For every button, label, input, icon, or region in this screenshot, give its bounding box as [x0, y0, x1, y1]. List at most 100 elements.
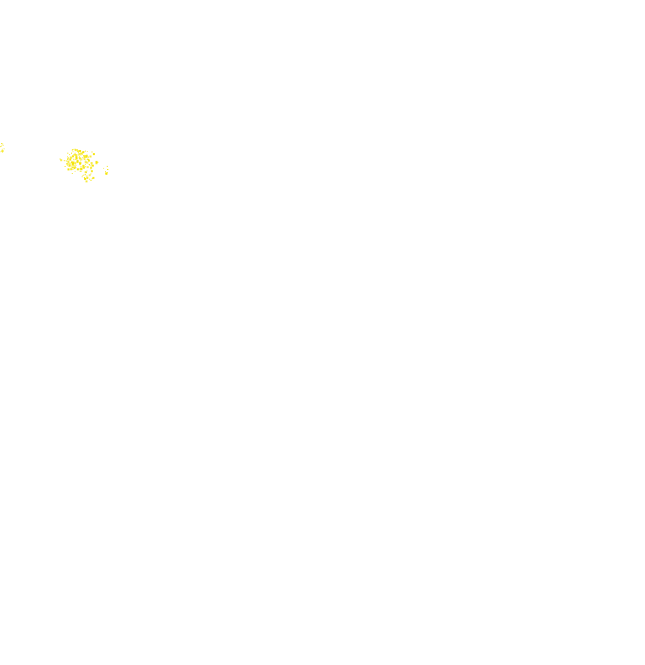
yellow-speckle: [84, 171, 87, 174]
yellow-speckle: [84, 161, 87, 164]
yellow-speckle: [67, 158, 69, 160]
yellow-speckle: [91, 178, 93, 180]
yellow-speckle: [88, 174, 91, 177]
yellow-speckle: [80, 160, 82, 162]
yellow-speckle: [68, 164, 71, 167]
yellow-speckle: [84, 174, 86, 176]
yellow-speckle: [83, 174, 85, 176]
yellow-speckle: [73, 166, 76, 169]
yellow-speckle: [71, 161, 74, 164]
yellow-speckle: [85, 155, 87, 156]
yellow-speckle: [78, 154, 80, 156]
yellow-speckle: [90, 173, 92, 175]
yellow-speckle: [105, 173, 107, 175]
yellow-speckle: [84, 177, 87, 180]
yellow-speckle: [86, 176, 89, 179]
yellow-speckle: [77, 162, 78, 164]
yellow-speckle: [1, 148, 3, 150]
yellow-speckle: [81, 176, 83, 178]
yellow-speckle: [71, 166, 74, 169]
yellow-speckle: [69, 154, 71, 156]
yellow-speckle: [107, 169, 109, 170]
yellow-speckle: [89, 178, 91, 180]
yellow-speckle: [79, 170, 81, 172]
yellow-speckle: [60, 159, 63, 162]
yellow-speckle: [88, 164, 90, 165]
yellow-speckle: [76, 160, 79, 163]
yellow-speckle: [71, 162, 73, 164]
yellow-speckle: [80, 167, 82, 170]
yellow-speckle: [75, 158, 77, 160]
yellow-speckle: [67, 157, 69, 159]
yellow-speckle: [90, 162, 93, 165]
yellow-speckle: [86, 151, 88, 152]
yellow-speckle: [75, 164, 77, 166]
yellow-speckle: [86, 158, 88, 160]
yellow-speckle: [81, 157, 83, 159]
yellow-speckle: [91, 164, 92, 166]
yellow-speckle: [78, 157, 81, 160]
yellow-speckle: [67, 168, 70, 171]
yellow-speckle: [76, 149, 78, 151]
yellow-speckle: [88, 158, 90, 160]
yellow-speckle: [78, 153, 81, 155]
yellow-speckle: [85, 180, 88, 183]
yellow-speckle: [64, 166, 66, 167]
yellow-speckle: [79, 162, 82, 165]
yellow-speckle: [75, 167, 77, 169]
yellow-speckle: [95, 162, 98, 165]
yellow-speckle: [71, 173, 73, 174]
yellow-speckle: [78, 161, 80, 163]
yellow-speckle: [92, 176, 95, 179]
yellow-speckle: [74, 166, 76, 168]
main-speckle-cluster: [59, 148, 99, 183]
yellow-speckle: [80, 152, 83, 155]
yellow-speckle: [95, 160, 98, 163]
yellow-speckle: [0, 146, 1, 148]
yellow-speckle: [105, 171, 106, 172]
yellow-speckle: [78, 152, 80, 153]
yellow-speckle: [85, 155, 88, 158]
yellow-speckle: [67, 158, 69, 159]
yellow-speckle: [72, 161, 74, 163]
yellow-speckle: [86, 161, 89, 164]
yellow-speckle: [70, 168, 73, 171]
yellow-speckle: [73, 160, 75, 162]
yellow-speckle: [72, 151, 74, 153]
yellow-speckle: [69, 156, 72, 159]
yellow-speckle: [70, 159, 72, 161]
yellow-speckle: [74, 152, 76, 154]
yellow-speckle: [74, 153, 76, 156]
yellow-speckle: [82, 151, 85, 154]
yellow-speckle: [1, 143, 2, 145]
yellow-speckle: [83, 155, 85, 156]
yellow-speckle: [79, 168, 81, 170]
yellow-speckle: [89, 164, 91, 166]
yellow-speckle: [97, 161, 99, 163]
yellow-speckle: [68, 163, 70, 165]
yellow-speckle: [67, 156, 68, 158]
yellow-speckle: [85, 171, 87, 173]
yellow-speckle: [72, 149, 73, 150]
yellow-speckle: [80, 162, 82, 164]
yellow-speckle: [103, 167, 105, 169]
yellow-speckle: [67, 160, 70, 163]
left-edge-speckle-cluster: [0, 143, 5, 153]
yellow-speckle: [107, 172, 108, 174]
yellow-speckle: [64, 160, 66, 162]
yellow-speckle: [80, 166, 82, 168]
yellow-speckle: [85, 166, 87, 168]
yellow-speckle: [84, 155, 86, 157]
yellow-speckle: [90, 168, 92, 170]
yellow-speckle: [0, 151, 2, 153]
yellow-speckle: [74, 161, 77, 164]
yellow-speckle: [59, 158, 61, 160]
yellow-speckle: [66, 163, 68, 165]
yellow-speckle: [70, 162, 72, 163]
yellow-speckle: [85, 154, 88, 157]
yellow-speckle: [71, 152, 72, 154]
yellow-speckle: [85, 150, 86, 152]
yellow-speckle: [1, 150, 4, 152]
